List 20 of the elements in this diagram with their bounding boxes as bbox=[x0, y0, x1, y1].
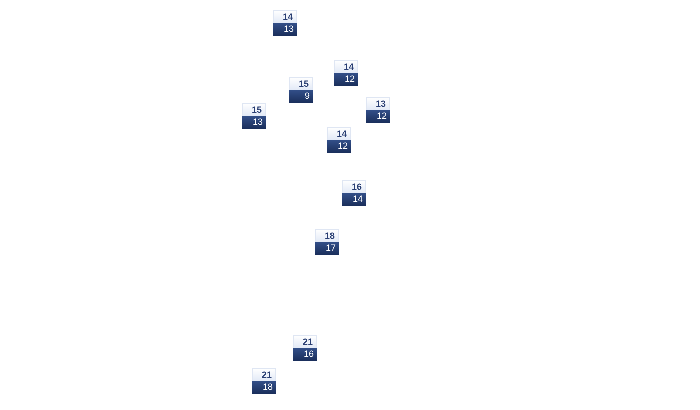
high-value-label: 21 bbox=[293, 335, 317, 348]
high-value-label: 16 bbox=[342, 180, 366, 193]
low-value-label: 16 bbox=[293, 348, 317, 361]
low-value-label: 12 bbox=[366, 110, 390, 123]
high-value-label: 13 bbox=[366, 97, 390, 110]
low-value-label: 12 bbox=[334, 73, 358, 86]
high-value-label: 14 bbox=[273, 10, 297, 23]
high-value-label: 14 bbox=[327, 127, 351, 140]
low-value-label: 17 bbox=[315, 242, 339, 255]
low-value-label: 14 bbox=[342, 193, 366, 206]
low-value-label: 12 bbox=[327, 140, 351, 153]
low-value-label: 18 bbox=[252, 381, 276, 394]
high-value-label: 15 bbox=[242, 103, 266, 116]
high-value-label: 15 bbox=[289, 77, 313, 90]
low-value-label: 13 bbox=[273, 23, 297, 36]
high-value-label: 18 bbox=[315, 229, 339, 242]
high-value-label: 21 bbox=[252, 368, 276, 381]
low-value-label: 13 bbox=[242, 116, 266, 129]
low-value-label: 9 bbox=[289, 90, 313, 103]
high-value-label: 14 bbox=[334, 60, 358, 73]
